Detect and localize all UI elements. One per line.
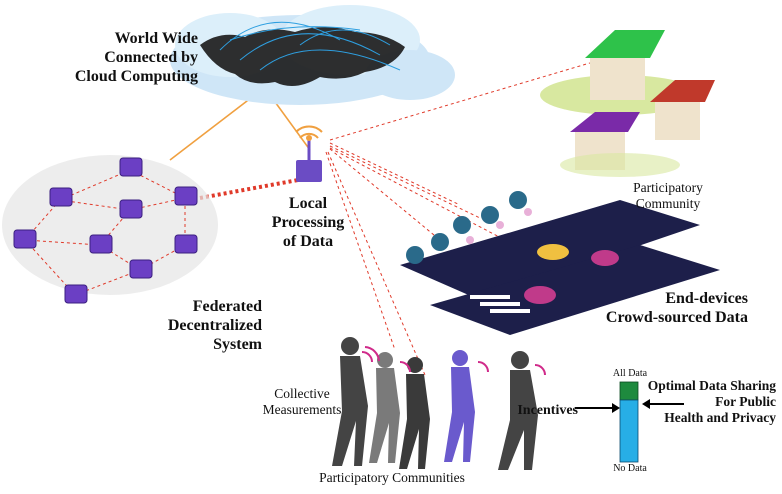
federated-label: Federated Decentralized System <box>160 298 262 355</box>
participatory-community-line2: Community <box>635 195 701 211</box>
world-wide-line1: World Wide <box>114 30 198 47</box>
federated-line3: System <box>213 335 262 353</box>
participatory-community-label: Participatory Community <box>618 180 718 212</box>
end-devices-label: End-devices Crowd-sourced Data <box>598 290 748 328</box>
local-processing-line1: Local <box>288 195 328 212</box>
local-processing-label: Local Processing of Data <box>258 195 358 252</box>
world-wide-line3: Cloud Computing <box>74 67 198 85</box>
data-sharing-bar <box>575 381 684 463</box>
houses <box>540 30 715 177</box>
incentives-label: Incentives <box>517 403 578 418</box>
cloud-world-map <box>170 5 455 105</box>
local-processing-line3: of Data <box>282 232 334 250</box>
data-bar-shared <box>619 381 639 401</box>
bar-top-label: All Data <box>612 368 648 379</box>
participatory-communities-label: Participatory Communities <box>319 470 465 485</box>
local-processing-line2: Processing <box>271 213 345 231</box>
federated-line1: Federated <box>192 298 262 315</box>
collective-line1: Collective <box>274 386 330 401</box>
world-wide-line2: Connected by <box>104 48 198 66</box>
end-devices-line1: End-devices <box>665 290 748 307</box>
end-devices-line2: Crowd-sourced Data <box>605 308 748 326</box>
optimal-sharing-line3: Health and Privacy <box>664 409 776 425</box>
optimal-sharing-line2: For Public <box>715 393 776 409</box>
optimal-sharing-label: Optimal Data Sharing For Public Health a… <box>640 378 776 426</box>
federated-network <box>2 155 218 304</box>
street-scene <box>400 191 720 335</box>
walking-people <box>332 337 546 470</box>
collective-line2: Measurements <box>262 401 342 417</box>
bar-bottom-label: No Data <box>613 463 647 474</box>
participatory-community-line1: Participatory <box>633 180 703 195</box>
federated-line2: Decentralized <box>167 316 262 334</box>
tower-to-devices-dashes <box>325 59 601 376</box>
data-bar-private <box>619 399 639 463</box>
optimal-sharing-line1: Optimal Data Sharing <box>647 378 776 393</box>
federated-to-tower-link <box>199 178 299 200</box>
world-wide-label: World Wide Connected by Cloud Computing <box>72 30 198 87</box>
antenna-tower-icon <box>295 125 323 182</box>
collective-label: Collective Measurements <box>262 386 342 418</box>
